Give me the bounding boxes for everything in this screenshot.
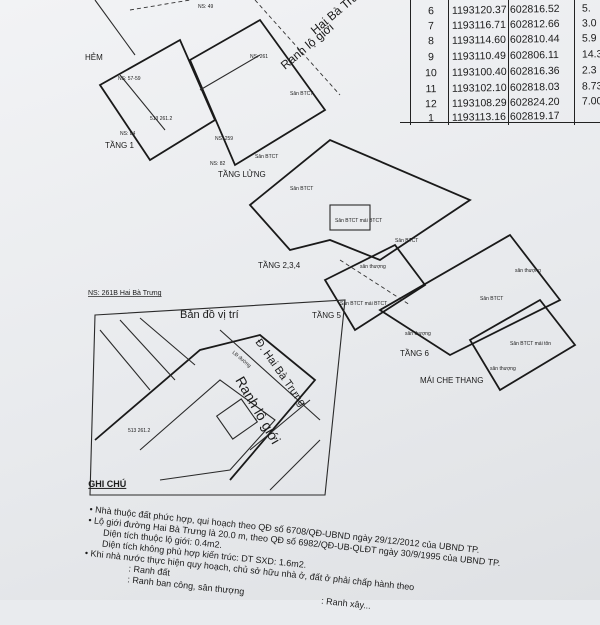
ns-label: NS: 57-59	[118, 76, 141, 82]
ld-duong-label: LĐ đường	[231, 350, 252, 369]
tang-234-label: TẦNG 2,3,4	[258, 260, 301, 270]
san-btct-label: Sân BTCT	[480, 296, 503, 302]
plot-label: 513 261.2	[128, 428, 150, 434]
ns-label: NS: 82	[210, 161, 226, 167]
tang-1-label: TẦNG 1	[105, 140, 134, 150]
ns-label: NS: 84	[120, 131, 136, 137]
san-btct-mai-label: Sân BTCT mái BTCT	[340, 301, 387, 307]
san-btct-label: Sân BTCT	[255, 154, 278, 160]
document-paper	[0, 0, 600, 600]
floor-plan-tang-5: Sân BTCT mái BTCT sân thượng TẦNG 5	[312, 243, 427, 332]
san-btct-label: Sân BTCT	[290, 186, 313, 192]
san-btct-mai-ton-label: Sân BTCT mái tôn	[510, 341, 551, 347]
san-thuong-label: sân thượng	[405, 331, 431, 337]
tang-6-label: TẦNG 6	[400, 348, 429, 358]
san-btct-mai-label: Sân BTCT mái BTCT	[335, 218, 382, 224]
san-thuong-label: sân thượng	[515, 268, 541, 274]
floor-plan-drawings: HẺM NS: 57-59 NS: 84 513 261.2 NS: 49 NS…	[85, 0, 577, 496]
floor-plan-tang-1: HẺM NS: 57-59 NS: 84 513 261.2 NS: 49 NS…	[85, 0, 226, 167]
ns-label: NS: 49	[198, 4, 214, 10]
ns-label: NS: 261	[250, 54, 268, 60]
floor-plan-mai-che-thang: Sân BTCT mái tôn sân thượng MÁI CHE THAN…	[420, 298, 577, 392]
san-btct-label: Sân BTCT	[395, 238, 418, 244]
address-label: NS: 261B Hai Bà Trưng	[88, 290, 162, 297]
floor-plan-tang-6: Sân BTCT sân thượng sân thượng TẦNG 6	[378, 233, 562, 358]
floor-plan-tang-234: Sân BTCT Sân BTCT mái BTCT Sân BTCT TẦNG…	[248, 138, 472, 270]
tang-5-label: TẦNG 5	[312, 310, 341, 320]
location-map: NS: 261B Hai Bà Trưng Bản đồ vị trí LĐ đ…	[88, 290, 346, 496]
plot-label: 513 261.2	[150, 116, 172, 122]
floor-plan-tang-lung: NS: 261 NS: 259 Sân BTCT Sân BTCT TẦNG L…	[188, 0, 372, 179]
san-thuong-label: sân thượng	[490, 366, 516, 372]
san-btct-label: Sân BTCT	[290, 91, 313, 97]
tang-lung-label: TẦNG LỬNG	[218, 169, 266, 179]
san-thuong-label: sân thượng	[360, 264, 386, 270]
location-map-title: Bản đồ vị trí	[180, 309, 239, 321]
notes-heading: GHI CHÚ	[88, 478, 127, 489]
mai-che-thang-label: MÁI CHE THANG	[420, 376, 483, 385]
street-label: Hai Bà Trưng	[308, 0, 372, 37]
hem-label: HẺM	[85, 53, 103, 62]
ns-label: NS: 259	[215, 136, 233, 142]
lo-gioi-label: Ranh lộ giới	[232, 374, 284, 447]
